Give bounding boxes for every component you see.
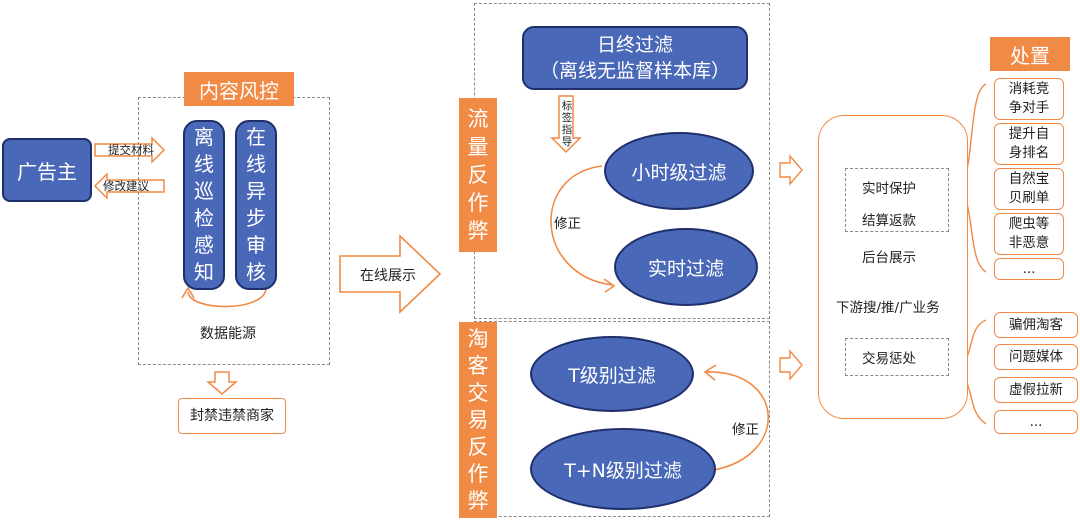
label-guide-arrow	[550, 95, 582, 154]
modify-arrow	[93, 172, 165, 200]
traffic-correct-label: 修正	[554, 216, 581, 232]
disposal-item-fake-orders: 自然宝 贝刷单	[994, 168, 1064, 210]
offline-inspection-column: 离线 巡检 感知	[183, 120, 225, 290]
ban-merchant-box: 封禁违禁商家	[178, 398, 286, 434]
data-source-curve	[187, 287, 267, 308]
disposal-item-rank: 提升自 身排名	[994, 123, 1064, 165]
t-filter-ellipse: T级别过滤	[530, 336, 694, 412]
disposal-title: 处置	[990, 37, 1070, 71]
taoke-correct-curve	[705, 371, 769, 471]
online-display-label: 在线展示	[360, 268, 416, 284]
traffic-out-arrow	[779, 154, 803, 186]
hourly-filter-ellipse: 小时级过滤	[604, 132, 754, 210]
backend-display-label: 后台展示	[862, 250, 916, 266]
taoke-correct-label: 修正	[732, 422, 759, 438]
disposal-item-fake-acquisition: 虚假拉新	[994, 377, 1078, 403]
online-async-review-column: 在线 异步 审核	[235, 120, 277, 290]
taoke-anti-label: 淘客 交易 反作 弊	[459, 322, 497, 518]
trade-penalty-label: 交易惩处	[862, 351, 916, 367]
disposal-item-more-1: ...	[994, 258, 1064, 280]
realtime-filter-ellipse: 实时过滤	[614, 228, 758, 306]
taoke-out-arrow	[779, 349, 803, 381]
actions-panel	[818, 115, 968, 419]
offline-inspection-text: 离线 巡检 感知	[194, 125, 214, 284]
disposal-item-more-2: ...	[994, 410, 1078, 434]
disposal-item-crawler: 爬虫等 非恶意	[994, 213, 1064, 255]
disposal-item-competitor: 消耗竞 争对手	[994, 78, 1064, 120]
online-display-arrow	[339, 234, 442, 314]
disposal-item-commission-fraud: 骗佣淘客	[994, 312, 1078, 338]
submit-arrow	[94, 136, 166, 164]
daily-filter-box: 日终过滤 （离线无监督样本库）	[522, 26, 748, 90]
disposal-item-problem-media: 问题媒体	[994, 344, 1078, 370]
advertiser-box: 广告主	[2, 138, 92, 202]
label-guide-text: 标签 指导	[561, 100, 573, 148]
tn-filter-ellipse: T+N级别过滤	[530, 428, 716, 510]
content-risk-title: 内容风控	[184, 72, 294, 106]
realtime-protect-box	[845, 168, 949, 232]
traffic-correct-curve	[550, 165, 613, 286]
realtime-protect-label: 实时保护	[862, 181, 916, 197]
trade-penalty-box	[845, 338, 949, 376]
traffic-anti-label: 流量 反作 弊	[459, 98, 497, 252]
submit-materials-label: 提交材料	[108, 143, 154, 157]
advertiser-label: 广告主	[17, 159, 77, 184]
downstream-business-label: 下游搜/推/广业务	[836, 300, 940, 316]
online-async-review-text: 在线 异步 审核	[246, 125, 266, 284]
daily-filter-title: 日终过滤	[596, 34, 673, 56]
settle-refund-label: 结算返款	[862, 213, 916, 229]
daily-filter-subtitle: （离线无监督样本库）	[539, 60, 730, 82]
data-source-label: 数据能源	[200, 326, 256, 342]
ban-down-arrow	[205, 371, 239, 395]
modify-suggestion-label: 修改建议	[103, 179, 149, 193]
